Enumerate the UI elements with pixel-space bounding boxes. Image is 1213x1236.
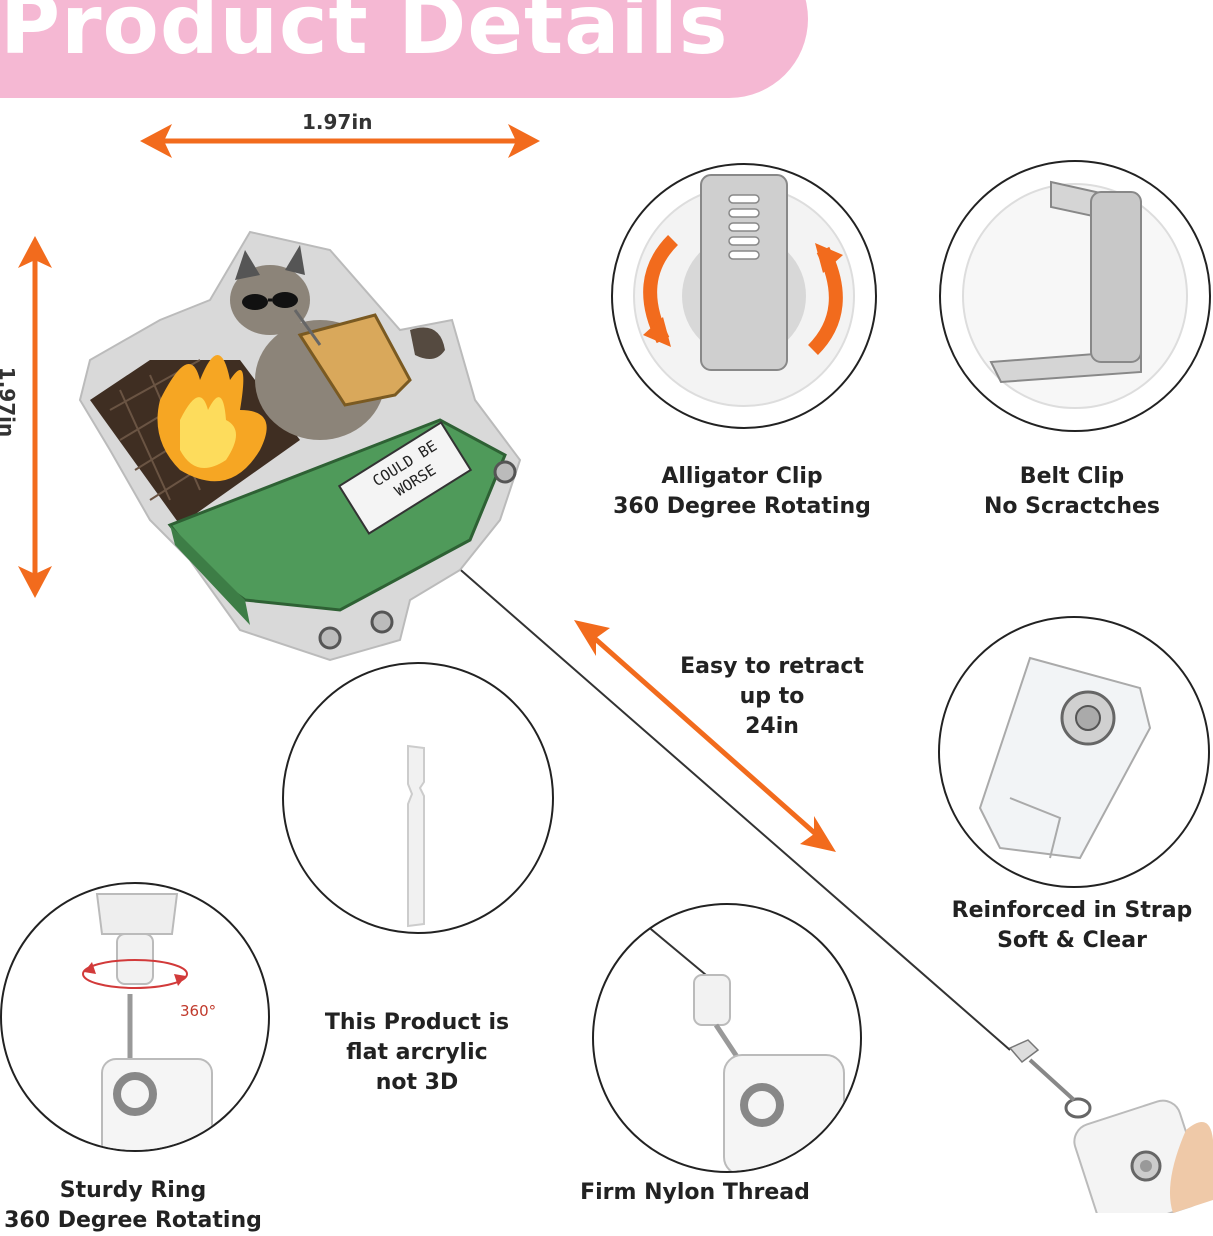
sturdy-ring-circle (0, 882, 270, 1152)
coffee-cup-image (297, 313, 412, 407)
width-label: 1.97in (302, 110, 373, 134)
alligator-clip-icon (700, 174, 788, 371)
height-arrow (18, 236, 52, 598)
retract-cord (454, 564, 1011, 1051)
width-arrow (140, 124, 540, 158)
flat-caption: This Product is flat arcrylic not 3D (324, 1010, 510, 1095)
ring-caption: Sturdy Ring 360 Degree Rotating (4, 1178, 262, 1233)
wheel (318, 626, 342, 650)
flat-acrylic-circle (282, 662, 554, 934)
badge-reel-clip (1008, 1039, 1213, 1213)
retract-caption: Easy to retract up to 24in (680, 654, 864, 739)
nylon-thread-circle (592, 903, 862, 1173)
belt-caption: Belt Clip No Scractches (983, 464, 1161, 519)
rotate-arrow-icon (82, 959, 188, 989)
alligator-caption: Alligator Clip 360 Degree Rotating (613, 464, 871, 519)
hand-image (1169, 1122, 1213, 1213)
title-banner (0, 0, 808, 98)
strap-circle (938, 616, 1210, 888)
retract-arrow (574, 620, 836, 852)
wheel (493, 460, 517, 484)
thread-caption: Firm Nylon Thread (580, 1180, 810, 1205)
acrylic-edge-icon (407, 744, 425, 928)
belt-clip-circle (939, 160, 1211, 432)
ring-degree-label: 360° (180, 1002, 217, 1020)
wheel (370, 610, 394, 634)
page-title: Product Details (0, 0, 729, 73)
strap-caption: Reinforced in Strap Soft & Clear (951, 898, 1193, 953)
ring-icon (113, 1072, 157, 1116)
sign-image (337, 421, 473, 535)
strap-icon (978, 656, 1152, 860)
alligator-clip-circle (611, 163, 877, 429)
